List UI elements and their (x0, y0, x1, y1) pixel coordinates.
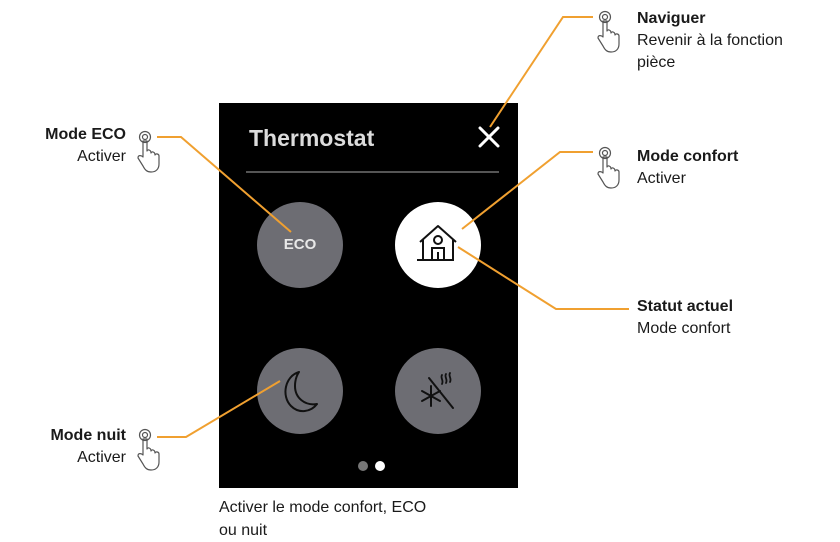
close-icon[interactable] (475, 123, 503, 151)
comfort-mode-button[interactable] (395, 202, 481, 288)
callout-night: Mode nuit Activer (0, 425, 126, 469)
callout-desc: Activer (637, 170, 686, 187)
callout-comfort: Mode confort Activer (637, 146, 837, 190)
frost-protection-button[interactable] (395, 348, 481, 434)
callout-title: Naviguer (637, 10, 706, 27)
touch-hand-icon (597, 146, 620, 189)
moon-icon (284, 371, 318, 412)
eco-mode-button[interactable]: ECO (257, 202, 343, 288)
caption: Activer le mode confort, ECO ou nuit (219, 496, 519, 542)
page-indicator[interactable] (355, 461, 395, 473)
night-mode-button[interactable] (257, 348, 343, 434)
house-person-icon (417, 225, 457, 261)
caption-line: Activer le mode confort, ECO (219, 499, 427, 516)
callout-desc: pièce (637, 54, 676, 71)
page-title: Thermostat (249, 125, 375, 151)
thermostat-screen: Thermostat ECO (219, 103, 518, 488)
callout-title: Mode ECO (45, 126, 126, 143)
callout-desc: Activer (77, 148, 126, 165)
callout-desc: Revenir à la fonction (637, 32, 783, 49)
callout-desc: Mode confort (637, 320, 731, 337)
callout-eco: Mode ECO Activer (0, 124, 126, 168)
callout-title: Mode nuit (50, 427, 126, 444)
touch-hand-icon (137, 130, 160, 173)
callout-title: Statut actuel (637, 298, 734, 315)
touch-hand-icon (137, 428, 160, 471)
divider (246, 171, 499, 173)
touch-hand-icon (597, 10, 620, 53)
callout-navigate: Naviguer Revenir à la fonction pièce (637, 8, 837, 74)
snowflake-heat-icon (421, 372, 454, 409)
callout-desc: Activer (77, 449, 126, 466)
page-dot-1[interactable] (358, 461, 368, 471)
eco-mode-label: ECO (283, 236, 317, 253)
callout-status: Statut actuel Mode confort (637, 296, 837, 340)
callout-title: Mode confort (637, 148, 739, 165)
page-dot-2-active[interactable] (375, 461, 385, 471)
caption-line: ou nuit (219, 522, 268, 539)
